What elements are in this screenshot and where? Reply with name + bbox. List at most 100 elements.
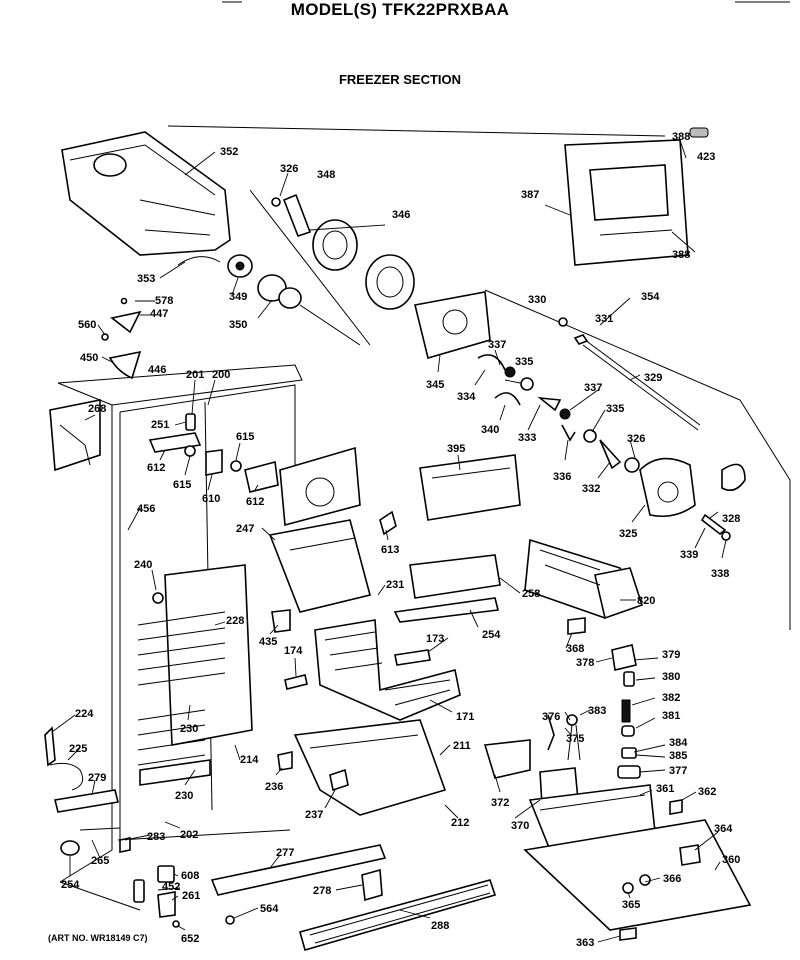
- part-label-612: 612: [147, 462, 165, 474]
- part-label-224: 224: [75, 708, 94, 720]
- part-label-368: 368: [566, 643, 584, 655]
- part-label-352: 352: [220, 146, 238, 158]
- control-board: [419, 454, 521, 521]
- section-title: FREEZER SECTION: [338, 72, 462, 87]
- dispenser-panel: [564, 127, 709, 266]
- art-number: (ART NO. WR18149 C7): [48, 933, 148, 943]
- part-label-265: 265: [91, 855, 109, 867]
- part-label-335: 335: [515, 356, 533, 368]
- part-label-361: 361: [656, 783, 674, 795]
- part-label-349: 349: [229, 291, 247, 303]
- part-label-174: 174: [284, 645, 303, 657]
- part-label-202: 202: [180, 829, 198, 841]
- part-label-376: 376: [542, 711, 560, 723]
- part-label-388: 388: [672, 249, 690, 261]
- drawer-slides: [210, 844, 497, 951]
- part-label-331: 331: [595, 313, 613, 325]
- part-label-268: 268: [88, 403, 106, 415]
- part-label-240: 240: [134, 559, 152, 571]
- part-label-388: 388: [672, 131, 690, 143]
- part-label-615: 615: [236, 431, 254, 443]
- ice-bucket: [61, 131, 231, 266]
- part-label-337: 337: [488, 339, 506, 351]
- part-label-578: 578: [155, 295, 173, 307]
- part-label-381: 381: [662, 710, 680, 722]
- part-label-200: 200: [212, 369, 230, 381]
- part-label-279: 279: [88, 772, 106, 784]
- part-label-820: 820: [637, 595, 655, 607]
- part-label-251: 251: [151, 419, 169, 431]
- dispenser-module: [483, 644, 752, 941]
- leader-lines: [51, 139, 727, 943]
- part-label-335: 335: [606, 403, 624, 415]
- part-label-283: 283: [147, 831, 165, 843]
- model-title: MODEL(S) TFK22PRXBAA: [290, 0, 510, 19]
- part-label-452: 452: [162, 881, 180, 893]
- part-label-332: 332: [582, 483, 600, 495]
- part-label-385: 385: [669, 750, 687, 762]
- part-label-446: 446: [148, 364, 166, 376]
- part-label-384: 384: [669, 737, 688, 749]
- evaporator-cover: [268, 446, 397, 613]
- cam-and-switch-parts: [477, 354, 640, 473]
- part-label-326: 326: [280, 163, 298, 175]
- motor-mount-plate: [414, 291, 491, 360]
- part-label-228: 228: [226, 615, 244, 627]
- part-label-362: 362: [698, 786, 716, 798]
- part-label-231: 231: [386, 579, 404, 591]
- hinge-hardware: [133, 865, 180, 928]
- part-label-337: 337: [584, 382, 602, 394]
- part-label-370: 370: [511, 820, 529, 832]
- part-label-330: 330: [528, 294, 546, 306]
- part-label-366: 366: [663, 873, 681, 885]
- part-label-350: 350: [229, 319, 247, 331]
- thermostat-inset: [49, 399, 101, 472]
- part-label-328: 328: [722, 513, 740, 525]
- part-label-652: 652: [181, 933, 199, 945]
- part-label-447: 447: [150, 308, 168, 320]
- auger-assembly: [227, 254, 361, 346]
- part-label-560: 560: [78, 319, 96, 331]
- rails-and-rollers: [44, 726, 131, 856]
- part-label-372: 372: [491, 797, 509, 809]
- part-label-211: 211: [453, 740, 471, 752]
- part-label-435: 435: [259, 636, 277, 648]
- part-label-261: 261: [182, 890, 200, 902]
- freezer-liner-outline: [167, 125, 791, 630]
- part-label-333: 333: [518, 432, 536, 444]
- part-label-615: 615: [173, 479, 191, 491]
- part-label-395: 395: [447, 443, 465, 455]
- part-label-382: 382: [662, 692, 680, 704]
- part-label-258: 258: [522, 588, 540, 600]
- part-label-326: 326: [627, 433, 645, 445]
- part-label-375: 375: [566, 733, 584, 745]
- fan-motor: [639, 457, 746, 541]
- part-label-336: 336: [553, 471, 571, 483]
- part-label-380: 380: [662, 671, 680, 683]
- part-label-325: 325: [619, 528, 637, 540]
- part-label-201: 201: [186, 369, 204, 381]
- linkage-rods: [558, 317, 701, 431]
- part-label-348: 348: [317, 169, 335, 181]
- part-label-345: 345: [426, 379, 444, 391]
- part-label-338: 338: [711, 568, 729, 580]
- part-label-613: 613: [381, 544, 399, 556]
- part-label-173: 173: [426, 633, 444, 645]
- part-label-564: 564: [260, 903, 279, 915]
- part-label-612: 612: [246, 496, 264, 508]
- part-label-334: 334: [457, 391, 476, 403]
- part-label-383: 383: [588, 705, 606, 717]
- part-label-230: 230: [180, 723, 198, 735]
- part-label-365: 365: [622, 899, 640, 911]
- ice-maker-brackets: [101, 297, 142, 380]
- part-label-340: 340: [481, 424, 499, 436]
- part-label-353: 353: [137, 273, 155, 285]
- part-label-237: 237: [305, 809, 323, 821]
- part-label-346: 346: [392, 209, 410, 221]
- part-label-225: 225: [69, 743, 87, 755]
- ice-maker: [524, 538, 644, 620]
- wire-basket: [314, 619, 461, 721]
- part-label-364: 364: [714, 823, 733, 835]
